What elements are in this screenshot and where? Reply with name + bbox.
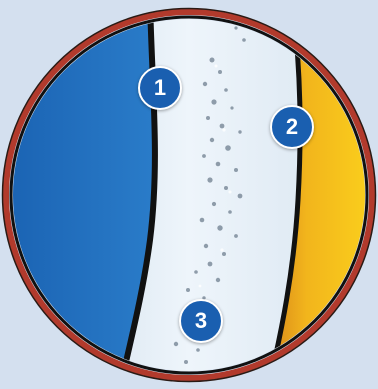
marker-2: 2 xyxy=(270,105,314,149)
marker-1: 1 xyxy=(138,66,182,110)
marker-3: 3 xyxy=(179,299,223,343)
